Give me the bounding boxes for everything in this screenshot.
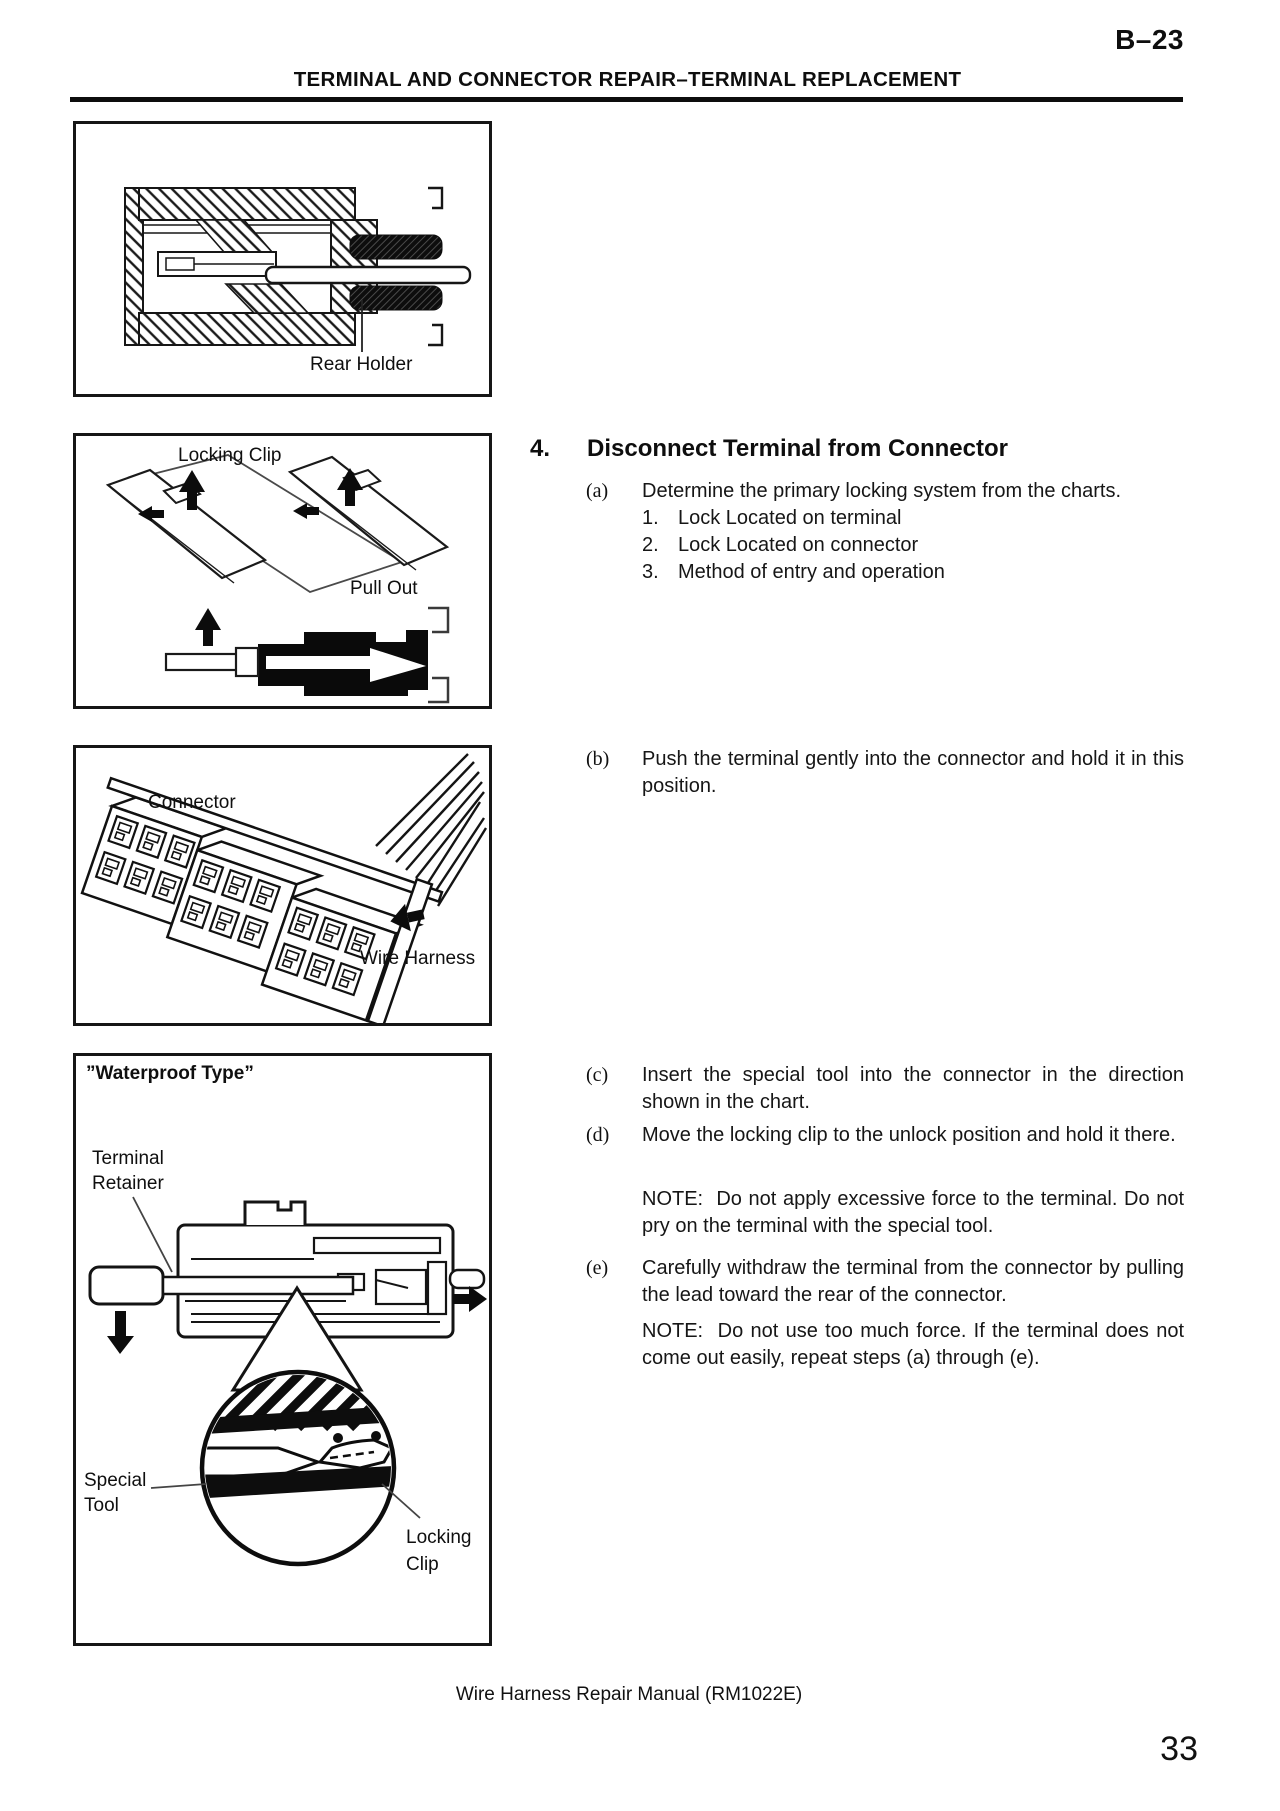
step-e-note: NOTE: Do not use too much force. If the … [642,1320,1184,1369]
step-c: (c) Insert the special tool into the con… [586,1062,1190,1116]
left-arrow-icon [138,506,164,522]
wire-stub [448,1268,486,1290]
step-d-text: Move the locking clip to the unlock posi… [642,1124,1176,1146]
figure-connector: Connector Wire Harness [73,745,492,1026]
procedure-number: 4. [530,435,551,462]
locking-clip-leader-line [381,1483,421,1519]
rear-holder-label: Rear Holder [310,354,413,375]
list-item: 3. Method of entry and operation [642,559,1184,586]
figure-waterproof-type: ”Waterproof Type” Terminal Retainer Spec… [73,1053,492,1646]
right-arrow-icon [453,1286,487,1312]
step-a-sublist: 1. Lock Located on terminal 2. Lock Loca… [642,505,1184,586]
connector-housing [80,776,444,1023]
terminal-retainer-label-line1: Terminal [92,1148,164,1169]
down-arrow-icon [107,1311,134,1354]
step-b: (b) Push the terminal gently into the co… [586,746,1190,800]
step-e-text: Carefully withdraw the terminal from the… [642,1257,1184,1306]
step-e-label: (e) [586,1257,609,1279]
locking-clip-illustration [105,454,450,704]
page-number: 33 [1160,1730,1198,1768]
rear-holder-illustration [124,186,472,352]
step-d: (d) Move the locking clip to the unlock … [586,1122,1190,1149]
wire-lead [264,265,472,285]
up-arrow-icon [195,608,221,646]
connector-illustration [80,753,488,1023]
special-tool-label-line1: Special [84,1470,147,1491]
pull-out-label: Pull Out [350,578,418,599]
special-tool-leader-line [150,1483,207,1489]
waterproof-type-label: ”Waterproof Type” [86,1063,254,1084]
wire-harness-bundle [375,753,488,907]
list-item-text: Lock Located on terminal [678,507,902,529]
list-item-text: Lock Located on connector [678,534,919,556]
terminal-retainer-leader-line [132,1196,173,1273]
step-d-label: (d) [586,1124,610,1146]
step-a-text: Determine the primary locking system fro… [642,480,1122,502]
locking-clip-label-line1: Locking [406,1527,472,1548]
header-rule [70,97,1183,102]
step-d-note: NOTE: Do not apply excessive force to th… [642,1188,1184,1237]
step-c-text: Insert the special tool into the connect… [642,1064,1184,1113]
rear-holder-knurl [349,234,443,311]
left-arrow-icon [390,903,425,932]
special-tool-tip [205,1446,323,1478]
step-b-label: (b) [586,748,610,770]
page-title: TERMINAL AND CONNECTOR REPAIR–TERMINAL R… [293,68,962,91]
special-tool-label-line2: Tool [84,1495,119,1516]
wire-harness-label: Wire Harness [360,948,476,969]
procedure-title: Disconnect Terminal from Connector [587,435,1008,462]
step-a-label: (a) [586,480,609,502]
up-arrow-icon [179,470,205,510]
step-e: (e) Carefully withdraw the terminal from… [586,1255,1190,1309]
list-item: 2. Lock Located on connector [642,532,1184,559]
terminal-retainer-tool [88,1265,355,1306]
connector-label: Connector [148,792,236,813]
footer-manual-name: Wire Harness Repair Manual (RM1022E) [455,1684,803,1705]
list-item-number: 1. [642,507,659,529]
waterproof-illustration [88,1196,487,1567]
locking-clip-label-line2: Clip [406,1554,439,1575]
wire-lead [164,652,244,672]
list-item-number: 2. [642,534,659,556]
figure-locking-clip: Locking Clip Pull Out [73,433,492,709]
step-c-label: (c) [586,1064,609,1086]
terminal-retainer-label-line2: Retainer [92,1173,164,1194]
step-b-text: Push the terminal gently into the connec… [642,748,1184,797]
page-reference: B–23 [1115,24,1184,55]
list-item-text: Method of entry and operation [678,561,945,583]
up-arrow-icon [337,468,363,506]
locking-clip-label: Locking Clip [178,445,282,466]
step-a: (a) Determine the primary locking system… [586,478,1190,586]
figure-rear-holder: Rear Holder [73,121,492,397]
list-item: 1. Lock Located on terminal [642,505,1184,532]
list-item-number: 3. [642,561,659,583]
connector-silhouette [258,606,450,704]
wire-ferrule [234,646,260,678]
left-arrow-icon [293,503,319,519]
